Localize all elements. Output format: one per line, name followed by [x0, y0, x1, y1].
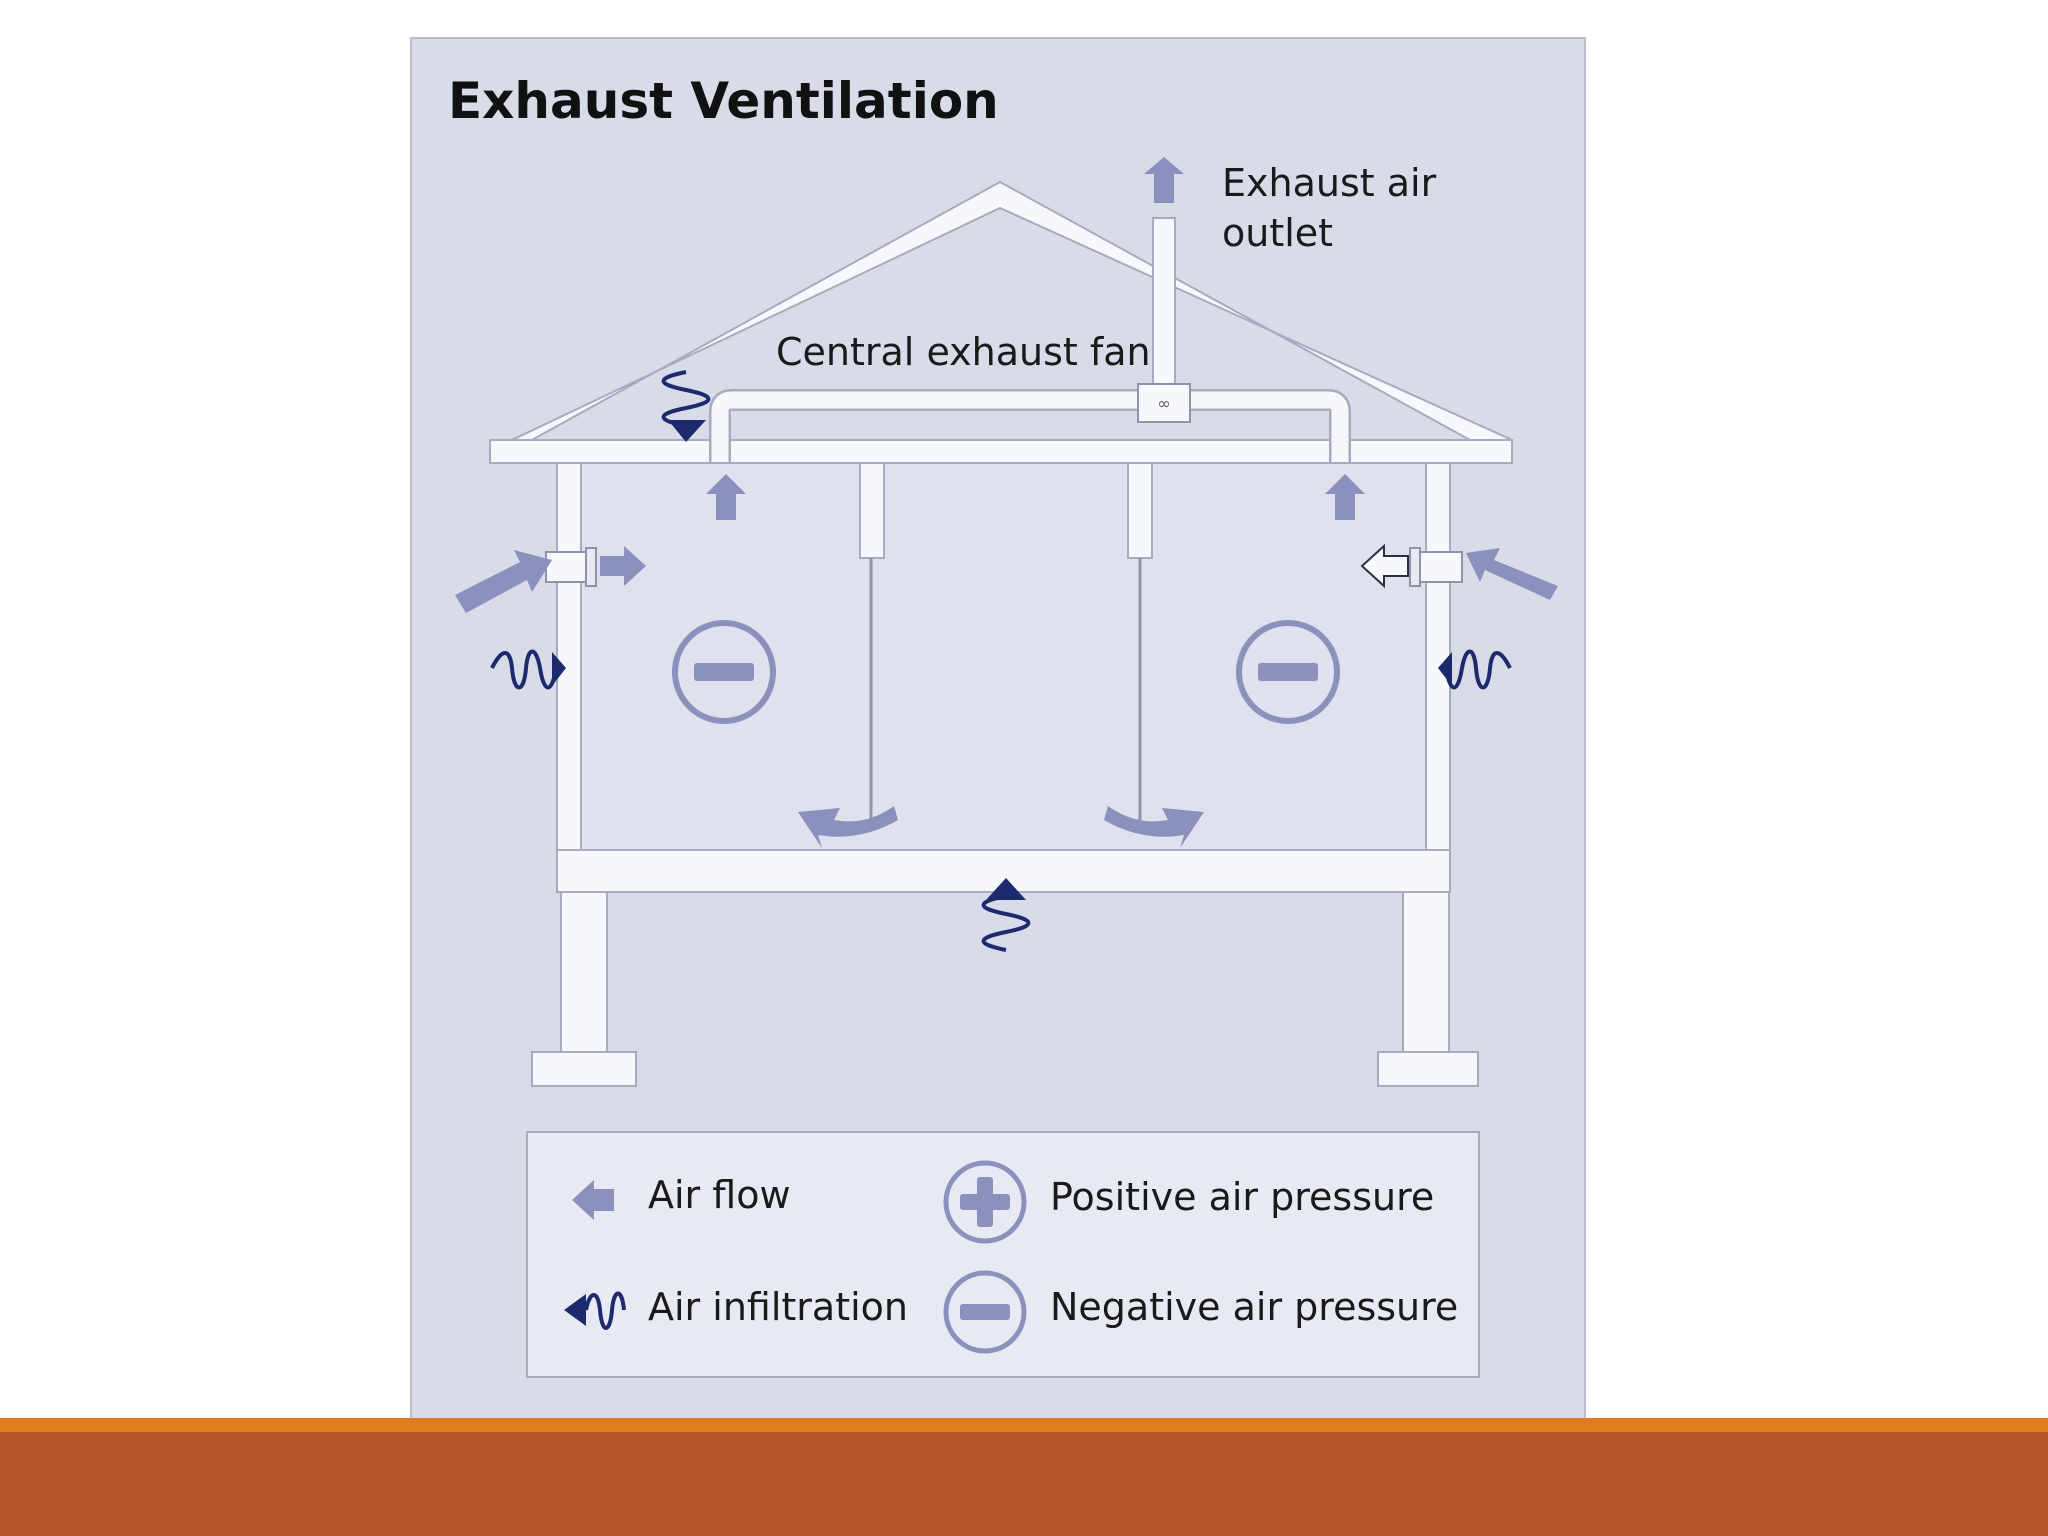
- air-flow-arrow-icon: [1104, 806, 1204, 848]
- footer-accent-stripe: [0, 1418, 2048, 1432]
- air-flow-arrow-icon: [1466, 548, 1558, 600]
- legend-positive-pressure-label: Positive air pressure: [1050, 1175, 1434, 1219]
- air-flow-arrow-icon: [600, 546, 646, 586]
- label-exhaust-outlet-line2: outlet: [1222, 211, 1333, 255]
- positive-pressure-icon: [943, 1160, 1027, 1244]
- legend-air-flow-label: Air flow: [648, 1173, 791, 1217]
- svg-text:∞: ∞: [1157, 394, 1170, 413]
- partition-right: [1127, 462, 1153, 820]
- air-infiltration-icon: [981, 878, 1031, 952]
- exhaust-outlet-arrow-icon: [1144, 157, 1184, 203]
- negative-pressure-icon: [672, 620, 776, 724]
- wall-right: [1425, 462, 1451, 852]
- diagram-title: Exhaust Ventilation: [448, 72, 999, 130]
- air-infiltration-icon: [1438, 649, 1512, 690]
- air-flow-arrow-icon: [455, 550, 552, 613]
- roof: [489, 180, 1513, 465]
- footing-right: [1377, 1051, 1479, 1087]
- air-infiltration-icon: [564, 1291, 626, 1330]
- footing-left: [531, 1051, 637, 1087]
- negative-pressure-icon: [1236, 620, 1340, 724]
- air-infiltration-icon: [661, 370, 711, 442]
- wall-inlet-right: [1409, 547, 1463, 587]
- exhaust-fan-icon: ∞: [1137, 383, 1191, 423]
- wall-left: [556, 462, 582, 852]
- room-interior: [580, 460, 1440, 850]
- post-right: [1402, 891, 1450, 1053]
- air-flow-arrow-icon: [1325, 474, 1365, 520]
- legend-air-infiltration-label: Air infiltration: [648, 1285, 908, 1329]
- legend-negative-pressure-label: Negative air pressure: [1050, 1285, 1458, 1329]
- exhaust-duct: [709, 217, 1351, 462]
- label-exhaust-outlet-line1: Exhaust air: [1222, 161, 1437, 205]
- negative-pressure-icon: [943, 1270, 1027, 1354]
- air-flow-arrow-icon: [1360, 543, 1409, 589]
- legend-box: [526, 1131, 1480, 1378]
- post-left: [560, 891, 608, 1053]
- air-flow-arrow-icon: [706, 474, 746, 520]
- air-flow-arrow-icon: [572, 1180, 614, 1220]
- label-central-exhaust-fan: Central exhaust fan: [776, 330, 1151, 374]
- partition-left: [859, 462, 885, 820]
- wall-inlet-left: [545, 547, 597, 587]
- air-flow-arrow-icon: [798, 806, 898, 848]
- footer-bar: [0, 1432, 2048, 1536]
- air-infiltration-icon: [490, 649, 566, 690]
